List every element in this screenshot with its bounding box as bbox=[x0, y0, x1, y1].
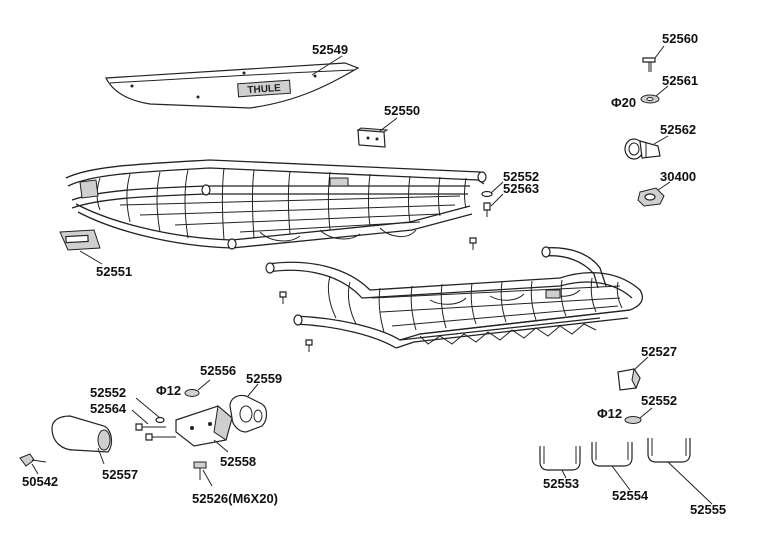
washer-52552-right bbox=[624, 416, 642, 424]
knob-30400 bbox=[637, 187, 665, 207]
block-52527 bbox=[617, 367, 641, 391]
label-52556: 52556 bbox=[200, 363, 236, 378]
wind-fairing-52549: THULE bbox=[105, 62, 360, 109]
label-52563: 52563 bbox=[503, 181, 539, 196]
u-bolt-52553 bbox=[539, 446, 581, 471]
label-52553: 52553 bbox=[543, 476, 579, 491]
label-50542: 50542 bbox=[22, 474, 58, 489]
bolts-52552-52564 bbox=[135, 416, 176, 441]
screw-52560 bbox=[642, 57, 656, 72]
u-bolt-52554 bbox=[591, 442, 633, 467]
rear-basket-frame bbox=[65, 159, 487, 250]
label-52555: 52555 bbox=[690, 502, 726, 517]
label-30400: 30400 bbox=[660, 169, 696, 184]
label-52527: 52527 bbox=[641, 344, 677, 359]
label-phi20: Φ20 bbox=[611, 95, 636, 110]
front-basket-frame bbox=[265, 246, 644, 349]
label-52552-right: 52552 bbox=[641, 393, 677, 408]
label-52550: 52550 bbox=[384, 103, 420, 118]
bolt-under-rear bbox=[469, 237, 477, 250]
u-bolt-52555 bbox=[647, 438, 691, 463]
plate-52550 bbox=[356, 127, 389, 148]
fairing-logo: THULE bbox=[247, 83, 281, 96]
label-52551: 52551 bbox=[96, 264, 132, 279]
label-52560: 52560 bbox=[662, 31, 698, 46]
label-phi12-right: Φ12 bbox=[597, 406, 622, 421]
end-plate-52551 bbox=[59, 229, 101, 251]
label-phi12-left: Φ12 bbox=[156, 383, 181, 398]
label-52561: 52561 bbox=[662, 73, 698, 88]
label-52526: 52526(M6X20) bbox=[192, 491, 278, 506]
bolt-52563-top bbox=[483, 202, 491, 217]
label-52562: 52562 bbox=[660, 122, 696, 137]
bolt-front-left-lower bbox=[305, 339, 313, 352]
label-52554: 52554 bbox=[612, 488, 649, 503]
label-52559: 52559 bbox=[246, 371, 282, 386]
label-52552-top: 52552 bbox=[503, 169, 539, 184]
washer-52556 bbox=[184, 389, 200, 397]
bracket-52558 bbox=[175, 405, 233, 447]
bolt-front-left-upper bbox=[279, 291, 287, 304]
washer-52561 bbox=[640, 94, 660, 104]
label-52558: 52558 bbox=[220, 454, 256, 469]
clamp-52562 bbox=[624, 138, 661, 160]
label-52552-left: 52552 bbox=[90, 385, 126, 400]
label-52549: 52549 bbox=[312, 42, 348, 57]
bolt-52526 bbox=[193, 461, 207, 480]
clamp-52559 bbox=[229, 394, 268, 433]
end-cap-52557 bbox=[51, 415, 113, 453]
label-52557: 52557 bbox=[102, 467, 138, 482]
key-50542 bbox=[19, 453, 47, 467]
washer-52552-top bbox=[481, 190, 493, 198]
label-52564: 52564 bbox=[90, 401, 127, 416]
